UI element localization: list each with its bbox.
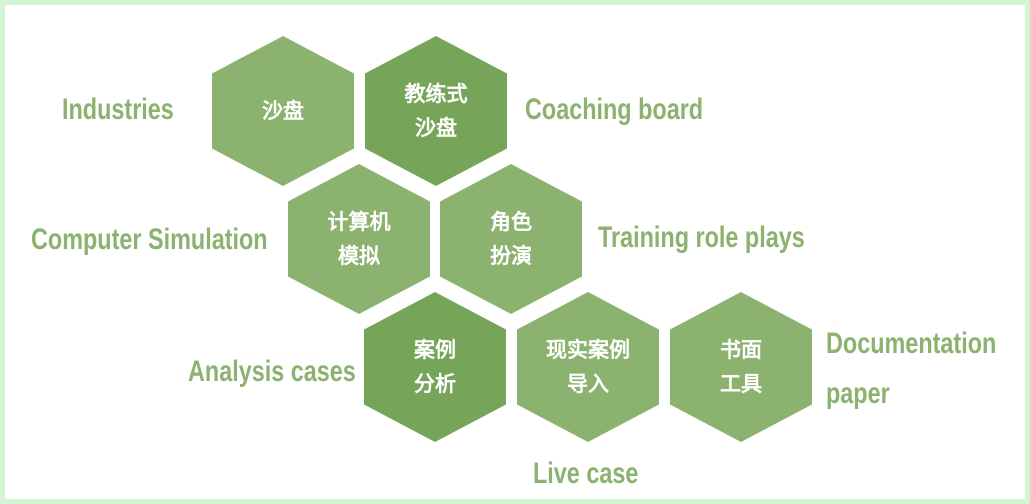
label-training-role-plays: Training role plays [598, 221, 805, 254]
hexagon-role-play: 角色扮演 [440, 164, 582, 314]
label-industries: Industries [62, 93, 174, 126]
hexagon-documentation: 书面工具 [670, 292, 812, 442]
hex-text-line: 扮演 [490, 244, 532, 268]
hex-text-line: 案例 [414, 338, 456, 362]
hex-text-line: 沙盘 [262, 99, 304, 123]
hexagon-live-case: 现实案例导入 [517, 292, 659, 442]
hexagon-coaching-sandbox: 教练式沙盘 [365, 36, 507, 186]
label-live-case: Live case [533, 457, 639, 490]
label-documentation: Documentation [826, 327, 997, 360]
hex-text-line: 工具 [720, 372, 762, 396]
hex-text-line: 分析 [414, 372, 456, 396]
label-computer-simulation: Computer Simulation [31, 223, 268, 256]
diagram-canvas: 沙盘 教练式沙盘 计算机模拟 角色扮演 案例分析 现实案例导入 书面工具 Ind… [5, 5, 1025, 499]
hex-text-line: 角色 [490, 210, 532, 234]
hex-text-line: 教练式 [404, 82, 468, 106]
hex-text-line: 导入 [567, 372, 609, 396]
hexagon-computer-simulation: 计算机模拟 [288, 164, 430, 314]
hex-text-line: 书面 [720, 338, 762, 362]
hex-text-line: 模拟 [338, 244, 380, 268]
hexagon-sandbox: 沙盘 [212, 36, 354, 186]
label-analysis-cases: Analysis cases [188, 355, 356, 388]
hex-text-line: 沙盘 [415, 116, 457, 140]
label-coaching-board: Coaching board [525, 93, 704, 126]
hex-text-line: 计算机 [327, 210, 391, 234]
hex-text-line: 现实案例 [546, 338, 630, 362]
label-paper: paper [826, 377, 890, 410]
hexagon-case-analysis: 案例分析 [364, 292, 506, 442]
